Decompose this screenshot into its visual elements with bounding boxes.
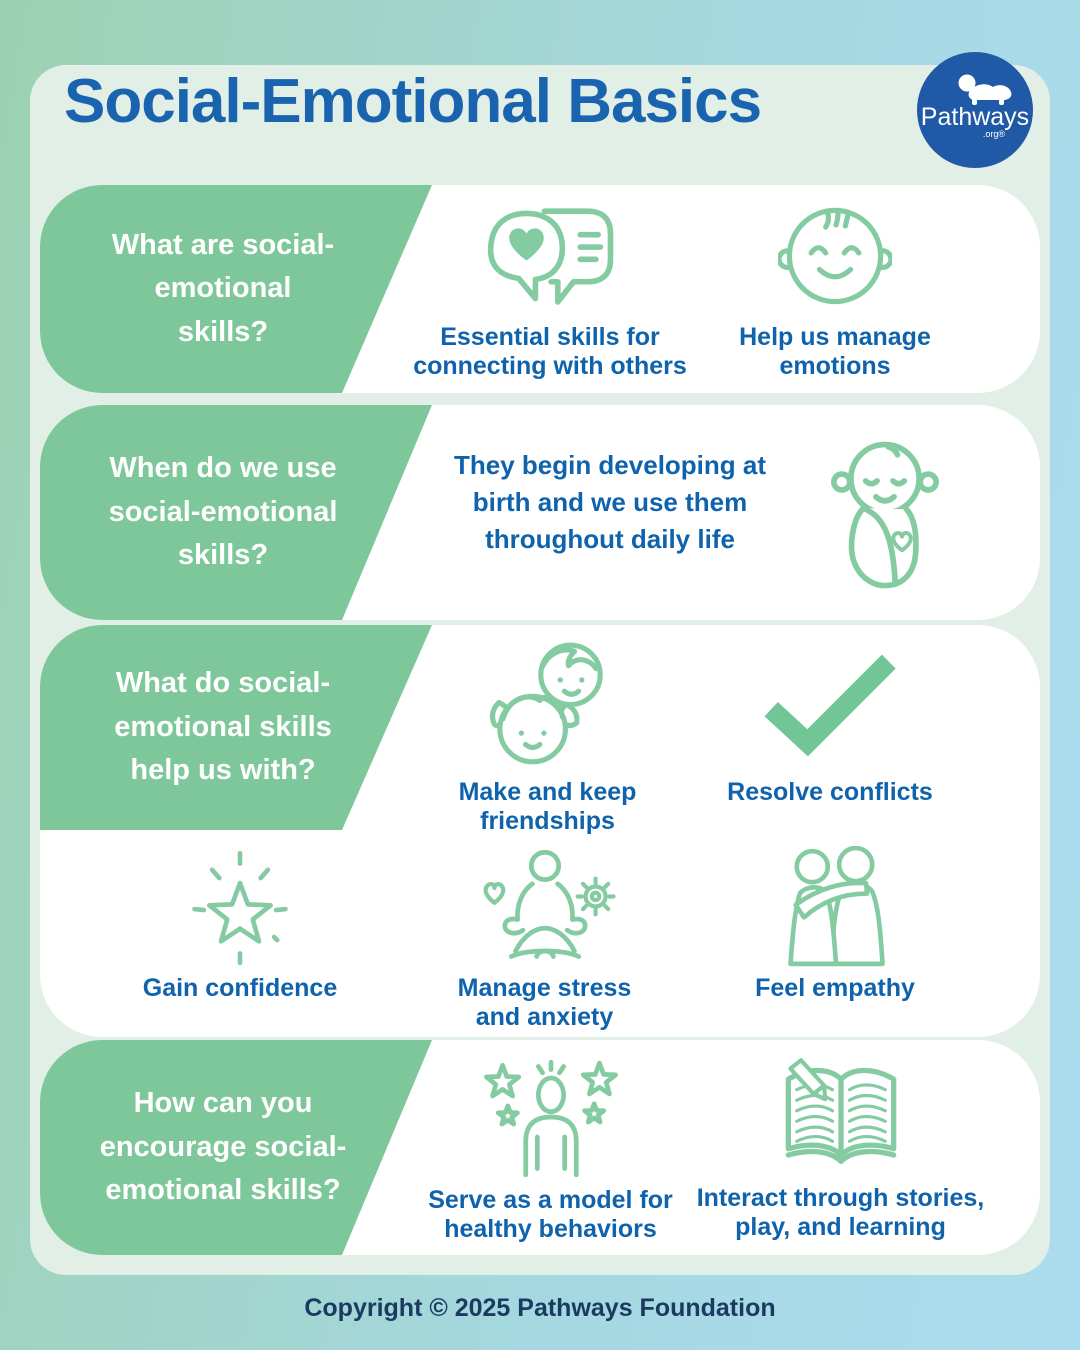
item-label-line: Resolve conflicts <box>727 778 933 806</box>
meditation-icon <box>483 849 616 959</box>
item-label-line: friendships <box>480 806 615 835</box>
pathways-logo-icon: Pathways .org® <box>917 52 1033 168</box>
card-when-use-skills: When do we use social-emotional skills? … <box>40 405 1040 620</box>
item-label-line: Manage stress <box>457 974 632 1002</box>
item-label-line: Essential skills for <box>440 323 660 351</box>
card-item: Serve as a model for healthy behaviors <box>398 1056 703 1243</box>
copyright-text: Copyright © 2025 Pathways Foundation <box>304 1294 776 1322</box>
card-item: Essential skills for connecting with oth… <box>395 197 705 380</box>
statement-line: throughout daily life <box>485 523 735 554</box>
storybook-icon <box>785 1058 896 1164</box>
item-label-line: healthy behaviors <box>444 1214 657 1243</box>
question-line: When do we use <box>109 452 337 485</box>
item-label-line: and anxiety <box>475 1002 614 1031</box>
question-line: social-emotional <box>108 495 338 528</box>
question-line: skills? <box>177 539 269 572</box>
statement-text: They begin developing at birth and we us… <box>425 447 795 558</box>
card-item: Gain confidence <box>115 848 365 1003</box>
item-label-line: connecting with others <box>413 351 687 380</box>
card-encourage-skills: How can you encourage social- emotional … <box>40 1040 1040 1255</box>
question-label: What are social- emotional skills? <box>40 185 432 393</box>
question-line: encourage social- <box>99 1130 347 1163</box>
item-label-line: Help us manage <box>739 323 931 351</box>
card-item: Make and keep friendships <box>425 638 670 835</box>
statement-line: They begin developing at <box>453 450 767 480</box>
card-item: Manage stress and anxiety <box>412 848 677 1031</box>
crawling-baby-icon <box>958 74 1012 105</box>
question-line: emotional <box>154 272 292 305</box>
page-title: Social-Emotional Basics <box>64 67 762 136</box>
item-label-line: Make and keep <box>458 778 637 806</box>
card-item: Feel empathy <box>710 846 960 1003</box>
question-line: How can you <box>133 1087 313 1120</box>
friendship-faces-icon <box>489 642 603 765</box>
question-line: What are social- <box>111 228 335 261</box>
item-label-line: emotions <box>779 351 891 380</box>
baby-face-icon <box>778 207 892 305</box>
item-label-line: Serve as a model for <box>428 1186 673 1214</box>
card-item: Interact through stories, play, and lear… <box>688 1054 993 1241</box>
swaddled-baby-icon <box>831 441 939 589</box>
logo-brand-text: Pathways <box>921 103 1029 131</box>
question-line: skills? <box>177 315 269 348</box>
card-item: Help us manage emotions <box>685 197 985 380</box>
question-line: emotional skills <box>114 710 332 743</box>
checkmark-icon <box>764 654 896 757</box>
question-line: emotional skills? <box>105 1174 341 1207</box>
question-label: What do social- emotional skills help us… <box>40 625 432 830</box>
card-what-are-skills: What are social- emotional skills? Essen… <box>40 185 1040 393</box>
logo-suffix-text: .org® <box>983 129 1006 139</box>
question-line: help us with? <box>130 754 316 787</box>
item-label-line: Gain confidence <box>142 974 338 1002</box>
question-line: What do social- <box>115 667 331 700</box>
card-item: Resolve conflicts <box>695 640 965 807</box>
item-label-line: Interact through stories, <box>696 1184 985 1212</box>
pathways-logo: Pathways .org® <box>915 50 1035 170</box>
card-help-us-with: What do social- emotional skills help us… <box>40 625 1040 1037</box>
question-label: How can you encourage social- emotional … <box>40 1040 432 1255</box>
statement-line: birth and we use them <box>472 486 748 517</box>
item-label-line: play, and learning <box>735 1212 946 1241</box>
question-label: When do we use social-emotional skills? <box>40 405 432 620</box>
star-confidence-icon <box>192 850 288 966</box>
empathy-icon <box>788 846 885 967</box>
role-model-icon <box>483 1059 619 1177</box>
speech-bubbles-heart-icon <box>487 208 614 305</box>
item-label-line: Feel empathy <box>755 974 915 1002</box>
